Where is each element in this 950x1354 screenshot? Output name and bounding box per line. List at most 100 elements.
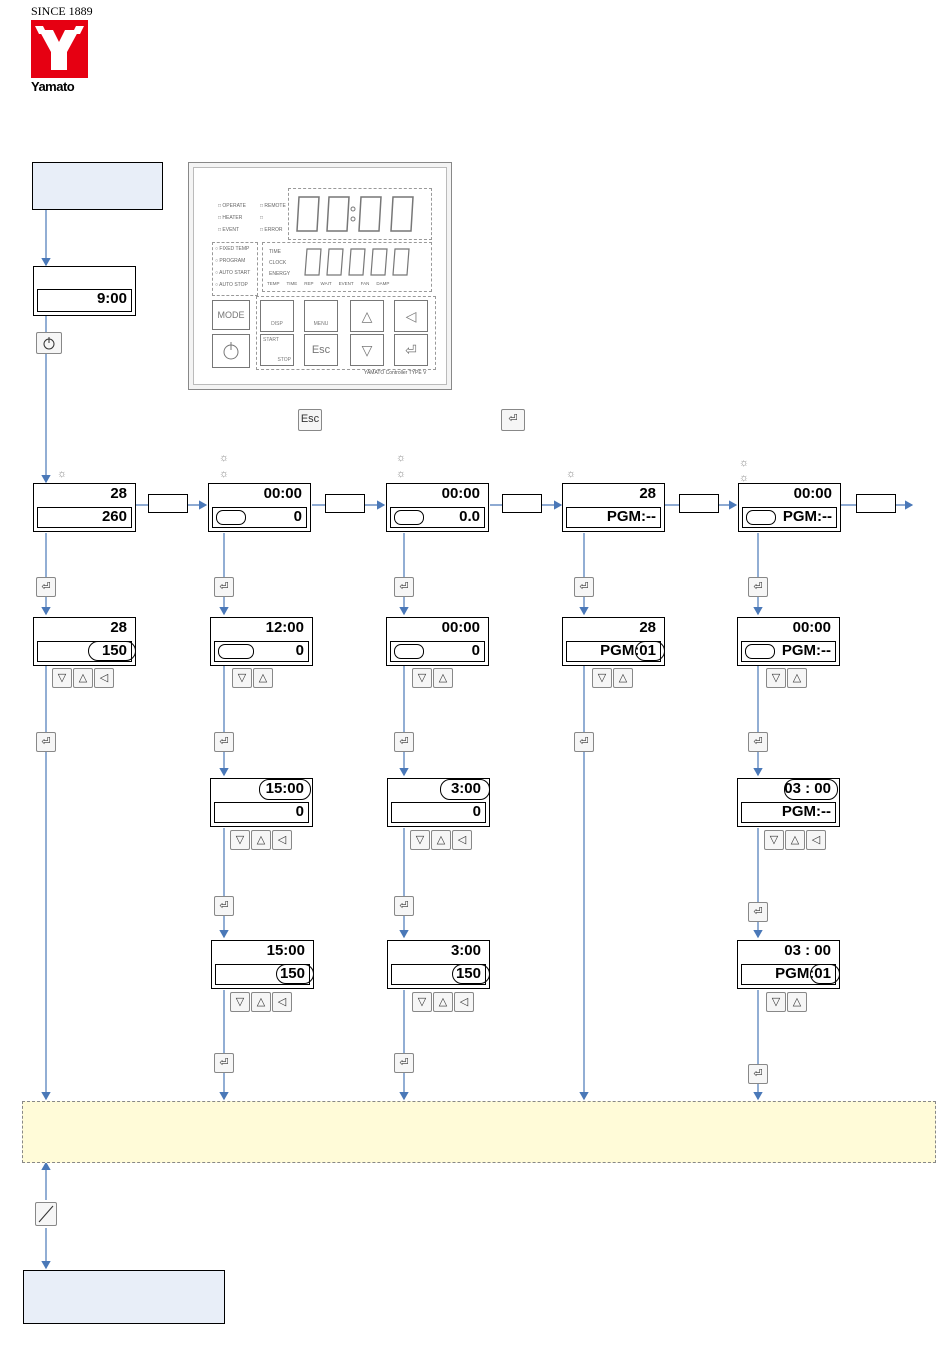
enter-key[interactable]: ⏎ — [394, 1053, 414, 1073]
panel-menu-button[interactable]: MENU — [304, 300, 338, 332]
edit-highlight-ring — [635, 641, 665, 661]
enter-key[interactable]: ⏎ — [394, 732, 414, 752]
led-label: □ OPERATE — [218, 203, 246, 209]
up-arrow-icon: △ — [792, 996, 802, 1008]
up-key[interactable]: △ — [253, 668, 273, 688]
mode-button-box[interactable] — [325, 494, 365, 513]
power-icon — [223, 342, 239, 360]
enter-key-icon: ⏎ — [753, 1068, 763, 1080]
up-key[interactable]: △ — [613, 668, 633, 688]
up-arrow-icon: △ — [256, 834, 266, 846]
col3-main-display: 00:00 0.0 — [386, 483, 489, 532]
main-digit-area — [288, 188, 432, 240]
panel-power-button[interactable] — [212, 334, 250, 368]
down-key[interactable]: ▽ — [230, 830, 250, 850]
cursor-pill — [746, 510, 776, 525]
down-key[interactable]: ▽ — [230, 992, 250, 1012]
up-key[interactable]: △ — [433, 992, 453, 1012]
up-key[interactable]: △ — [433, 668, 453, 688]
panel-start-stop-button[interactable]: START STOP — [260, 334, 294, 366]
left-arrow-icon: ◁ — [459, 996, 469, 1008]
enter-key[interactable]: ⏎ — [574, 577, 594, 597]
enter-key[interactable]: ⏎ — [214, 577, 234, 597]
up-key[interactable]: △ — [787, 992, 807, 1012]
down-key[interactable]: ▽ — [764, 830, 784, 850]
left-key[interactable]: ◁ — [452, 830, 472, 850]
left-key[interactable]: ◁ — [806, 830, 826, 850]
down-key[interactable]: ▽ — [766, 668, 786, 688]
col5-step1-display: 00:00 PGM:-- — [737, 617, 840, 666]
down-key[interactable]: ▽ — [52, 668, 72, 688]
left-arrow-icon: ◁ — [277, 834, 287, 846]
down-arrow-icon: ▽ — [417, 672, 427, 684]
enter-key[interactable]: ⏎ — [36, 577, 56, 597]
down-key[interactable]: ▽ — [592, 668, 612, 688]
bottom-label: TIME — [286, 281, 298, 286]
start-stop-key[interactable] — [35, 1202, 57, 1226]
edit-highlight-ring — [259, 779, 311, 800]
display-top-value: 00:00 — [441, 619, 480, 636]
up-arrow-icon: △ — [790, 834, 800, 846]
cursor-pill — [218, 644, 254, 659]
panel-enter-button[interactable]: ⏎ — [394, 334, 428, 366]
down-key[interactable]: ▽ — [412, 668, 432, 688]
panel-up-button[interactable]: △ — [350, 300, 384, 332]
panel-disp-button[interactable]: DISP — [260, 300, 294, 332]
mode-label: ○ FIXED TEMP — [215, 246, 250, 252]
panel-left-button[interactable]: ◁ — [394, 300, 428, 332]
enter-key-icon: ⏎ — [41, 736, 51, 748]
up-key[interactable]: △ — [73, 668, 93, 688]
enter-key[interactable]: ⏎ — [394, 577, 414, 597]
display-top-value: 00:00 — [441, 485, 480, 502]
enter-key[interactable]: ⏎ — [36, 732, 56, 752]
left-key[interactable]: ◁ — [94, 668, 114, 688]
legend-esc-key: Esc — [298, 409, 322, 431]
up-key[interactable]: △ — [251, 992, 271, 1012]
display-top-value: 28 — [110, 485, 127, 502]
mode-button-box[interactable] — [679, 494, 719, 513]
mode-label: ○ AUTO STOP — [215, 282, 248, 288]
led-label: □ — [260, 215, 264, 221]
display-top-value: 28 — [639, 485, 656, 502]
up-key[interactable]: △ — [787, 668, 807, 688]
down-key[interactable]: ▽ — [766, 992, 786, 1012]
enter-key[interactable]: ⏎ — [748, 902, 768, 922]
enter-key[interactable]: ⏎ — [214, 896, 234, 916]
enter-key[interactable]: ⏎ — [748, 1064, 768, 1084]
up-arrow-icon: △ — [792, 672, 802, 684]
down-key[interactable]: ▽ — [412, 992, 432, 1012]
down-key[interactable]: ▽ — [232, 668, 252, 688]
start-stop-icon — [38, 1205, 54, 1223]
left-arrow-icon: ◁ — [811, 834, 821, 846]
panel-esc-button[interactable]: Esc — [304, 334, 338, 366]
enter-key[interactable]: ⏎ — [748, 732, 768, 752]
mode-button-box[interactable] — [502, 494, 542, 513]
up-key[interactable]: △ — [431, 830, 451, 850]
left-key[interactable]: ◁ — [272, 992, 292, 1012]
down-key[interactable]: ▽ — [410, 830, 430, 850]
col1-step1-display: 28 150 — [33, 617, 136, 666]
panel-mode-button[interactable]: MODE — [212, 300, 250, 330]
legend-enter-key: ⏎ — [501, 409, 525, 431]
enter-key[interactable]: ⏎ — [214, 1053, 234, 1073]
col4-step1-display: 28 PGM:01 — [562, 617, 665, 666]
bottom-label: WAIT — [320, 281, 332, 286]
display-top-value: 00:00 — [792, 619, 831, 636]
left-key[interactable]: ◁ — [272, 830, 292, 850]
display-bottom-value: 0 — [293, 508, 302, 525]
left-key[interactable]: ◁ — [454, 992, 474, 1012]
panel-down-button[interactable]: ▽ — [350, 334, 384, 366]
enter-key[interactable]: ⏎ — [574, 732, 594, 752]
power-key[interactable] — [36, 332, 62, 354]
mode-button-box[interactable] — [856, 494, 896, 513]
enter-key-icon: ⏎ — [219, 736, 229, 748]
up-key[interactable]: △ — [251, 830, 271, 850]
enter-key[interactable]: ⏎ — [214, 732, 234, 752]
enter-key[interactable]: ⏎ — [394, 896, 414, 916]
enter-key[interactable]: ⏎ — [748, 577, 768, 597]
mode-indicator-group: ○ FIXED TEMP ○ PROGRAM ○ AUTO START ○ AU… — [212, 242, 258, 296]
up-arrow-icon: △ — [438, 672, 448, 684]
display-top-value: 3:00 — [450, 780, 481, 797]
up-key[interactable]: △ — [785, 830, 805, 850]
mode-button-box[interactable] — [148, 494, 188, 513]
